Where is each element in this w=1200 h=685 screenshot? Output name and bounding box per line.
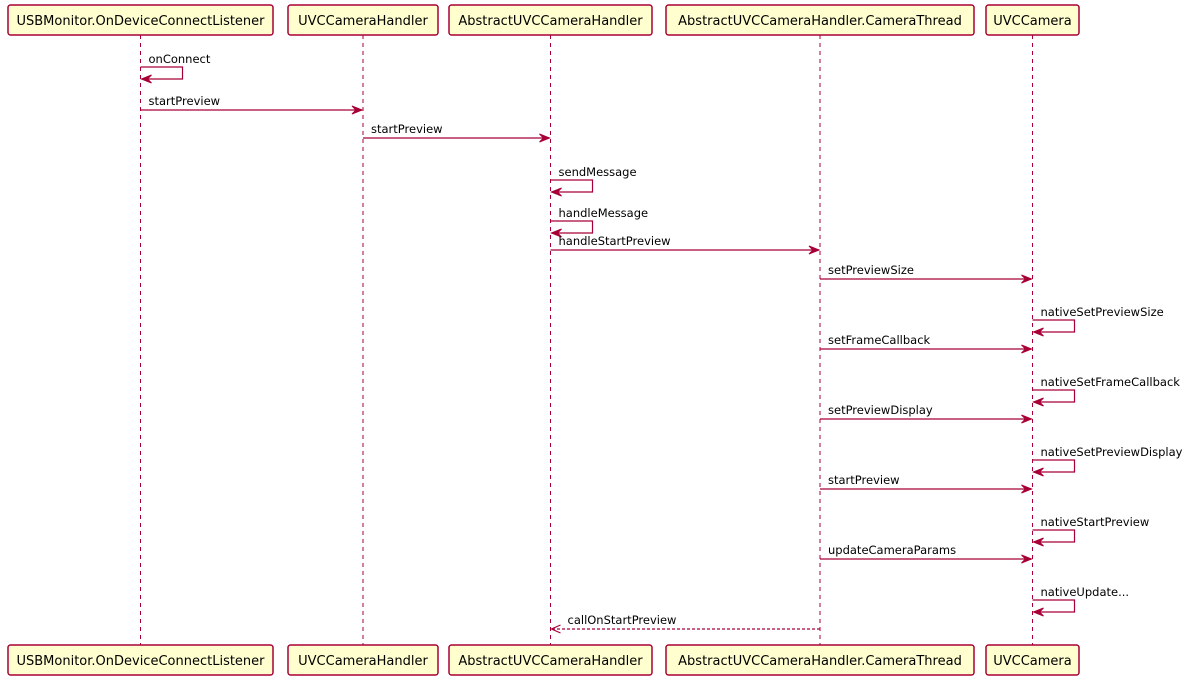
message-label: startPreview: [828, 473, 900, 487]
arrowhead: [1021, 554, 1033, 564]
message: nativeSetPreviewDisplay: [1032, 445, 1183, 477]
participant-label: AbstractUVCCameraHandler: [458, 14, 643, 29]
participant-label: UVCCameraHandler: [298, 654, 428, 669]
self-message-line: [140, 66, 184, 80]
participant-box: [985, 644, 1080, 676]
participant-box: [7, 644, 274, 676]
message-label: nativeSetPreviewSize: [1041, 305, 1164, 319]
participant-box: [448, 4, 653, 36]
arrowhead: [539, 133, 551, 143]
message-label: handleMessage: [559, 206, 649, 220]
participant-uvccamera-top: UVCCamera: [985, 4, 1080, 36]
participant-abstractuvccamerahandler-top: AbstractUVCCameraHandler: [448, 4, 653, 36]
self-message-line: [550, 220, 594, 234]
lifelines: [140, 35, 1033, 645]
message: nativeSetFrameCallback: [1032, 375, 1181, 407]
participant-label: UVCCamera: [993, 14, 1072, 29]
arrowhead: [1021, 344, 1033, 354]
participant-box: [287, 644, 439, 676]
messages: onConnect startPreview startPreview sendMes…: [140, 52, 1183, 634]
message-label: startPreview: [371, 122, 443, 136]
participant-boxes-top: USBMonitor.OnDeviceConnectListener UVCCam…: [7, 4, 1080, 36]
message-label: setPreviewDisplay: [828, 403, 933, 417]
message: setPreviewSize: [820, 263, 1033, 284]
self-message-line: [550, 179, 594, 193]
message: updateCameraParams: [820, 543, 1033, 564]
message: onConnect: [140, 52, 211, 84]
participant-box: [287, 4, 439, 36]
participant-usbmonitor-top: USBMonitor.OnDeviceConnectListener: [7, 4, 274, 36]
arrowhead: [550, 187, 562, 197]
participant-label: UVCCameraHandler: [298, 14, 428, 29]
arrowhead: [351, 105, 364, 115]
arrowhead: [1032, 537, 1044, 547]
participant-uvccamerahandler-top: UVCCameraHandler: [287, 4, 439, 36]
participant-label: AbstractUVCCameraHandler.CameraThread: [678, 14, 962, 29]
participant-uvccamera-bottom: UVCCamera: [985, 644, 1080, 676]
participant-label: UVCCamera: [993, 654, 1072, 669]
message: callOnStartPreview: [550, 613, 820, 634]
arrowhead: [808, 245, 821, 255]
message-label: callOnStartPreview: [568, 613, 677, 627]
arrowhead: [1032, 327, 1044, 337]
participant-label: AbstractUVCCameraHandler: [458, 654, 643, 669]
message-label: nativeStartPreview: [1041, 515, 1150, 529]
message-label: startPreview: [149, 94, 221, 108]
message: sendMessage: [550, 165, 637, 197]
self-message-line: [1032, 319, 1076, 333]
self-message-line: [1032, 529, 1076, 543]
participant-box: [665, 644, 975, 676]
message: setFrameCallback: [820, 333, 1033, 354]
participant-box: [448, 644, 653, 676]
participant-label: USBMonitor.OnDeviceConnectListener: [16, 654, 265, 669]
self-message-line: [1032, 599, 1076, 613]
message-label: sendMessage: [559, 165, 637, 179]
participant-label: AbstractUVCCameraHandler.CameraThread: [678, 654, 962, 669]
self-message-line: [1032, 459, 1076, 473]
message: handleMessage: [550, 206, 649, 238]
message-label: nativeSetFrameCallback: [1041, 375, 1181, 389]
participant-abstractuvccamerahandler-bottom: AbstractUVCCameraHandler: [448, 644, 653, 676]
message-label: setFrameCallback: [828, 333, 931, 347]
participant-usbmonitor-bottom: USBMonitor.OnDeviceConnectListener: [7, 644, 274, 676]
participant-uvccamerahandler-bottom: UVCCameraHandler: [287, 644, 439, 676]
arrowhead: [140, 74, 152, 84]
message: nativeStartPreview: [1032, 515, 1150, 547]
participant-camerathread-bottom: AbstractUVCCameraHandler.CameraThread: [665, 644, 975, 676]
arrowhead: [550, 228, 562, 238]
arrowhead: [1032, 607, 1044, 617]
participant-box: [985, 4, 1080, 36]
arrowhead: [1021, 484, 1033, 494]
message-label: updateCameraParams: [828, 543, 956, 557]
message: startPreview: [820, 473, 1033, 494]
arrowhead: [550, 624, 561, 634]
arrowhead: [1021, 414, 1033, 424]
message: startPreview: [363, 122, 551, 143]
message: nativeUpdate...: [1032, 585, 1130, 617]
participant-boxes-bottom: USBMonitor.OnDeviceConnectListener UVCCam…: [7, 644, 1080, 676]
message: startPreview: [140, 94, 364, 115]
message-label: handleStartPreview: [559, 234, 671, 248]
message: setPreviewDisplay: [820, 403, 1033, 424]
message-label: onConnect: [149, 52, 211, 66]
arrowhead: [1032, 397, 1044, 407]
arrowhead: [1032, 467, 1044, 477]
participant-box: [665, 4, 975, 36]
message: nativeSetPreviewSize: [1032, 305, 1164, 337]
message-label: nativeUpdate...: [1041, 585, 1130, 599]
self-message-line: [1032, 389, 1076, 403]
message-label: nativeSetPreviewDisplay: [1041, 445, 1183, 459]
participant-camerathread-top: AbstractUVCCameraHandler.CameraThread: [665, 4, 975, 36]
message: handleStartPreview: [550, 234, 821, 255]
arrowhead: [1021, 274, 1033, 284]
message-label: setPreviewSize: [828, 263, 914, 277]
participant-box: [7, 4, 274, 36]
participant-label: USBMonitor.OnDeviceConnectListener: [16, 14, 265, 29]
